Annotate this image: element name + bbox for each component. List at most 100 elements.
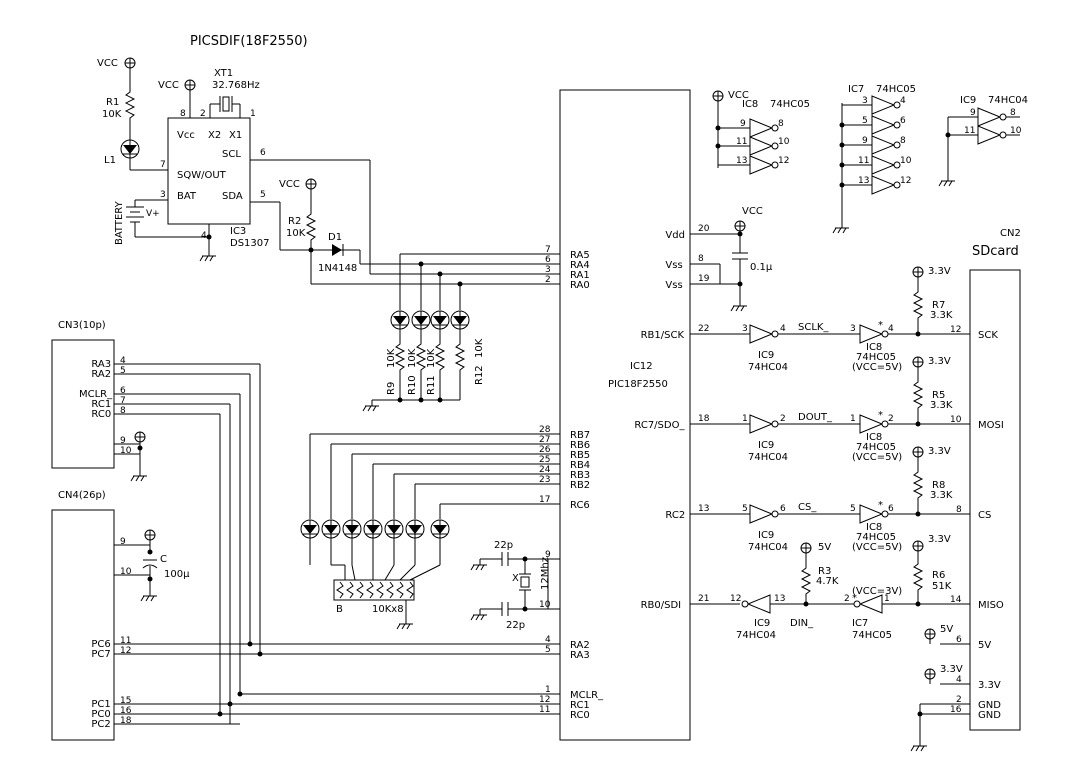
svg-text:8: 8 [778, 119, 784, 129]
pin-name: RA2 [570, 640, 590, 651]
pin-number: 20 [698, 224, 710, 234]
cn2-pin-number: 4 [956, 675, 962, 685]
pin-number: 1 [545, 685, 551, 695]
cn2-pin-name: SCK [978, 330, 998, 341]
res-ref: R7 [932, 300, 945, 311]
svg-text:13: 13 [858, 176, 869, 186]
ic12-right-pins: 20Vdd8Vss19Vss22RB1/SCK18RC7/SDO_13RC221… [634, 224, 709, 611]
svg-text:PIC18F2550: PIC18F2550 [608, 379, 668, 390]
svg-text:SDcard: SDcard [972, 244, 1019, 259]
gate-ref: IC8 [866, 342, 882, 353]
rail-label: 3.3V [940, 664, 963, 675]
pin-name: RB5 [570, 450, 590, 461]
pin-number: 2 [545, 275, 551, 285]
svg-text:IC7: IC7 [848, 84, 864, 95]
svg-text:1N4148: 1N4148 [318, 263, 357, 274]
pin-number: 17 [539, 495, 550, 505]
res-value: 3.3K [930, 400, 953, 411]
svg-text:R2: R2 [288, 216, 301, 227]
net-name: DOUT_ [798, 412, 833, 423]
svg-text:5: 5 [260, 190, 266, 200]
cn3-pin-name: RA3 [91, 359, 111, 370]
cn3-pin-name: RC1 [91, 399, 111, 410]
svg-text:R9: R9 [386, 382, 397, 395]
gate-note: (VCC=5V) [852, 542, 902, 553]
cn4-pin-name: PC7 [91, 649, 110, 660]
svg-text:L1: L1 [104, 155, 116, 166]
svg-text:22p: 22p [494, 540, 513, 551]
gate-part: 74HC04 [748, 452, 788, 463]
gate-part: 74HC05 [856, 442, 896, 453]
pin-name: RB3 [570, 470, 590, 481]
svg-text:VCC: VCC [158, 80, 179, 91]
net-name: SCLK_ [798, 322, 829, 333]
gate-pin: 2 [780, 414, 786, 424]
pin-number: 26 [539, 445, 551, 455]
schematic-title: PICSDIF(18F2550) [190, 34, 308, 49]
pin-name: Vdd [665, 230, 685, 241]
rail-label: 3.3V [928, 266, 951, 277]
pin-number: 9 [545, 550, 551, 560]
svg-text:11: 11 [736, 137, 747, 147]
cn4-pin-name: PC0 [91, 709, 110, 720]
pin-name: RA4 [570, 260, 590, 271]
pin-number: 13 [698, 504, 709, 514]
svg-text:IC8: IC8 [742, 99, 758, 110]
cn2-pin-number: 10 [950, 415, 962, 425]
svg-text:10K: 10K [102, 109, 122, 120]
svg-text:13: 13 [736, 156, 747, 166]
pin-name: RB2 [570, 480, 590, 491]
svg-text:10K: 10K [386, 348, 397, 368]
svg-text:3: 3 [862, 96, 868, 106]
pin-name: RB0/SDI [641, 600, 682, 611]
cn2-pin-name: GND [978, 710, 1001, 721]
gate-ref: IC9 [758, 530, 774, 541]
svg-text:Vcc: Vcc [177, 130, 195, 141]
pin-name: RC0 [570, 710, 590, 721]
gate-pin: 6 [780, 504, 786, 514]
pin-number: 6 [545, 255, 551, 265]
cn4-pin-number: 10 [120, 567, 132, 577]
rail-label: 5V [940, 624, 953, 635]
res-value: 51K [932, 581, 952, 592]
gate-pin: 6 [888, 504, 894, 514]
svg-text:5: 5 [862, 116, 868, 126]
svg-text:10K: 10K [474, 338, 485, 358]
pin-number: 8 [698, 254, 704, 264]
svg-text:6: 6 [260, 148, 266, 158]
svg-text:SDA: SDA [222, 191, 243, 202]
rail-label: 3.3V [928, 356, 951, 367]
svg-text:SQW/OUT: SQW/OUT [177, 170, 227, 181]
rail-label: 5V [818, 542, 831, 553]
main-oscillator: X 12Mhz 22p 22p [470, 540, 560, 631]
gate-pin: 3 [850, 324, 856, 334]
cn3-pin-number: 6 [120, 386, 126, 396]
open-drain-mark: * [852, 593, 857, 604]
svg-text:10: 10 [900, 156, 912, 166]
svg-text:CN3(10p): CN3(10p) [58, 320, 106, 331]
cn4-pin-name: PC1 [91, 699, 110, 710]
svg-text:0.1μ: 0.1μ [750, 262, 773, 273]
svg-text:X: X [512, 573, 519, 584]
svg-text:12Mhz: 12Mhz [540, 557, 551, 590]
cn4-pin-number: 18 [120, 716, 132, 726]
pin-number: 23 [539, 475, 550, 485]
cn2-pin-name: 3.3V [978, 680, 1001, 691]
cn3-pin-number: 7 [120, 396, 126, 406]
cn2-pin-number: 8 [956, 505, 962, 515]
ic3-ds1307: Vcc X2 X1 SCL SQW/OUT BAT SDA IC3 DS1307… [160, 109, 270, 249]
connector-bus [114, 363, 540, 725]
gate-ref: IC9 [758, 440, 774, 451]
svg-text:4: 4 [900, 96, 906, 106]
cn4-pin-name: PC2 [91, 719, 110, 730]
pin-name: RB4 [570, 460, 590, 471]
gate-ref: IC9 [758, 350, 774, 361]
cn4-pin-name: PC6 [91, 639, 110, 650]
gate-part: 74HC05 [856, 532, 896, 543]
pin-number: 27 [539, 435, 550, 445]
